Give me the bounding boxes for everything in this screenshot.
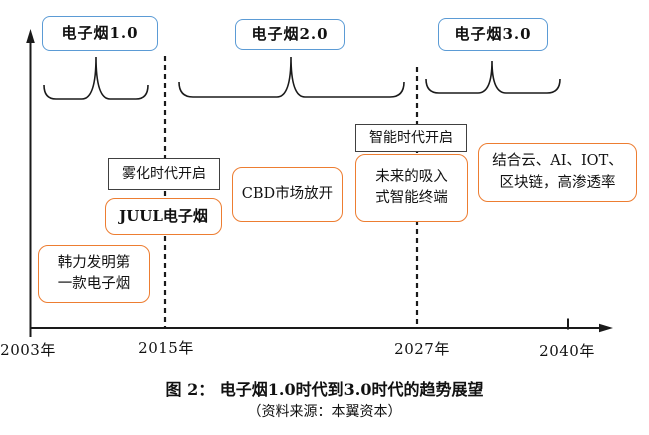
era-box-1: 电子烟1.0	[42, 16, 158, 51]
event-box-future-terminal: 未来的吸入 式智能终端	[355, 154, 468, 222]
event-box-cloud-ai: 结合云、AI、IOT、 区块链，高渗透率	[478, 143, 637, 202]
brace-era3	[425, 60, 561, 94]
right-arrowhead-icon	[599, 323, 613, 333]
event-box-juul: JUUL电子烟	[105, 198, 222, 235]
figure-title: 图 2： 电子烟1.0时代到3.0时代的趋势展望	[165, 380, 484, 399]
year-label-2040: 2040年	[539, 342, 595, 360]
event-box-hanli: 韩力发明第 一款电子烟	[38, 245, 150, 303]
stage-box-atomization: 雾化时代开启	[108, 158, 220, 190]
horizontal-axis	[30, 318, 613, 333]
vertical-axis	[26, 29, 35, 337]
year-label-2015: 2015年	[138, 339, 194, 357]
year-label-2027: 2027年	[394, 340, 450, 358]
event-box-cbd: CBD市场放开	[232, 167, 343, 222]
brace-era2	[178, 56, 405, 98]
brace-era1	[43, 56, 149, 100]
stage-box-intelligence: 智能时代开启	[355, 124, 467, 152]
era-box-2: 电子烟2.0	[235, 19, 345, 50]
era-box-3: 电子烟3.0	[438, 18, 548, 51]
year-label-2003: 2003年	[0, 341, 56, 359]
figure-source: （资料来源：本翼资本）	[247, 404, 402, 420]
up-arrowhead-icon	[26, 29, 35, 43]
